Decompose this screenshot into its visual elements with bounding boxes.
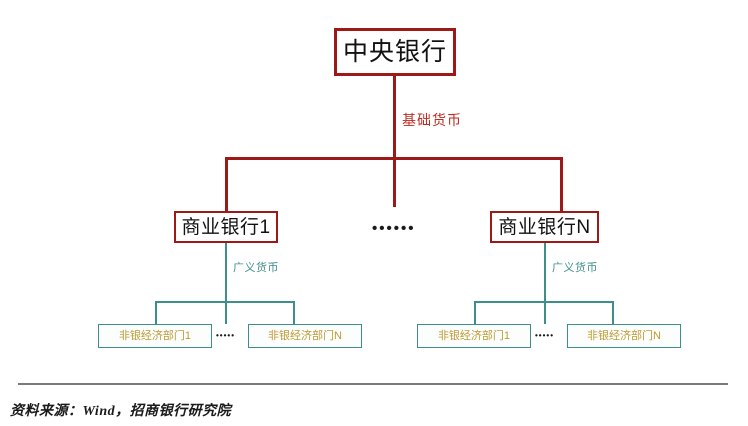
node-sector-right-n[interactable]: 非银经济部门N: [567, 324, 681, 348]
sector-ellipsis-right: •••••: [535, 331, 555, 340]
node-central-bank-label: 中央银行: [342, 37, 447, 66]
node-sector-right-n-label: 非银经济部门N: [587, 329, 661, 342]
edge-label-broad-money-left: 广义货币: [233, 262, 279, 274]
sector-ellipsis-left: •••••: [216, 331, 236, 340]
node-central-bank[interactable]: 中央银行: [334, 28, 456, 76]
node-commercial-bank-n[interactable]: 商业银行N: [490, 211, 599, 243]
connector-root-trunk: [393, 76, 396, 158]
node-sector-left-1[interactable]: 非银经济部门1: [98, 324, 212, 348]
connector-right-group-trunk: [544, 243, 546, 303]
connector-drop-bank-middle: [393, 157, 396, 207]
edge-label-broad-money-right: 广义货币: [552, 262, 598, 274]
source-note: 资料来源：Wind，招商银行研究院: [10, 404, 232, 419]
connector-right-drop-sector-n: [612, 301, 614, 324]
footer-divider: [18, 383, 728, 385]
connector-right-drop-sector-middle: [544, 301, 546, 324]
connector-drop-bank-1: [225, 157, 228, 211]
bank-ellipsis: ••••••: [372, 220, 416, 237]
node-sector-right-1-label: 非银经济部门1: [437, 329, 511, 342]
node-sector-right-1[interactable]: 非银经济部门1: [417, 324, 531, 348]
node-commercial-bank-1-label: 商业银行1: [181, 216, 271, 238]
node-sector-left-n[interactable]: 非银经济部门N: [248, 324, 362, 348]
connector-left-drop-sector-middle: [225, 301, 227, 324]
node-commercial-bank-1[interactable]: 商业银行1: [174, 211, 278, 243]
node-sector-left-1-label: 非银经济部门1: [118, 329, 192, 342]
edge-label-base-money: 基础货币: [402, 112, 462, 128]
connector-drop-bank-n: [560, 157, 563, 211]
connector-right-drop-sector-1: [474, 301, 476, 324]
connector-left-drop-sector-n: [293, 301, 295, 324]
node-commercial-bank-n-label: 商业银行N: [498, 216, 591, 238]
node-sector-left-n-label: 非银经济部门N: [268, 329, 342, 342]
connector-left-drop-sector-1: [155, 301, 157, 324]
connector-left-group-trunk: [225, 243, 227, 303]
